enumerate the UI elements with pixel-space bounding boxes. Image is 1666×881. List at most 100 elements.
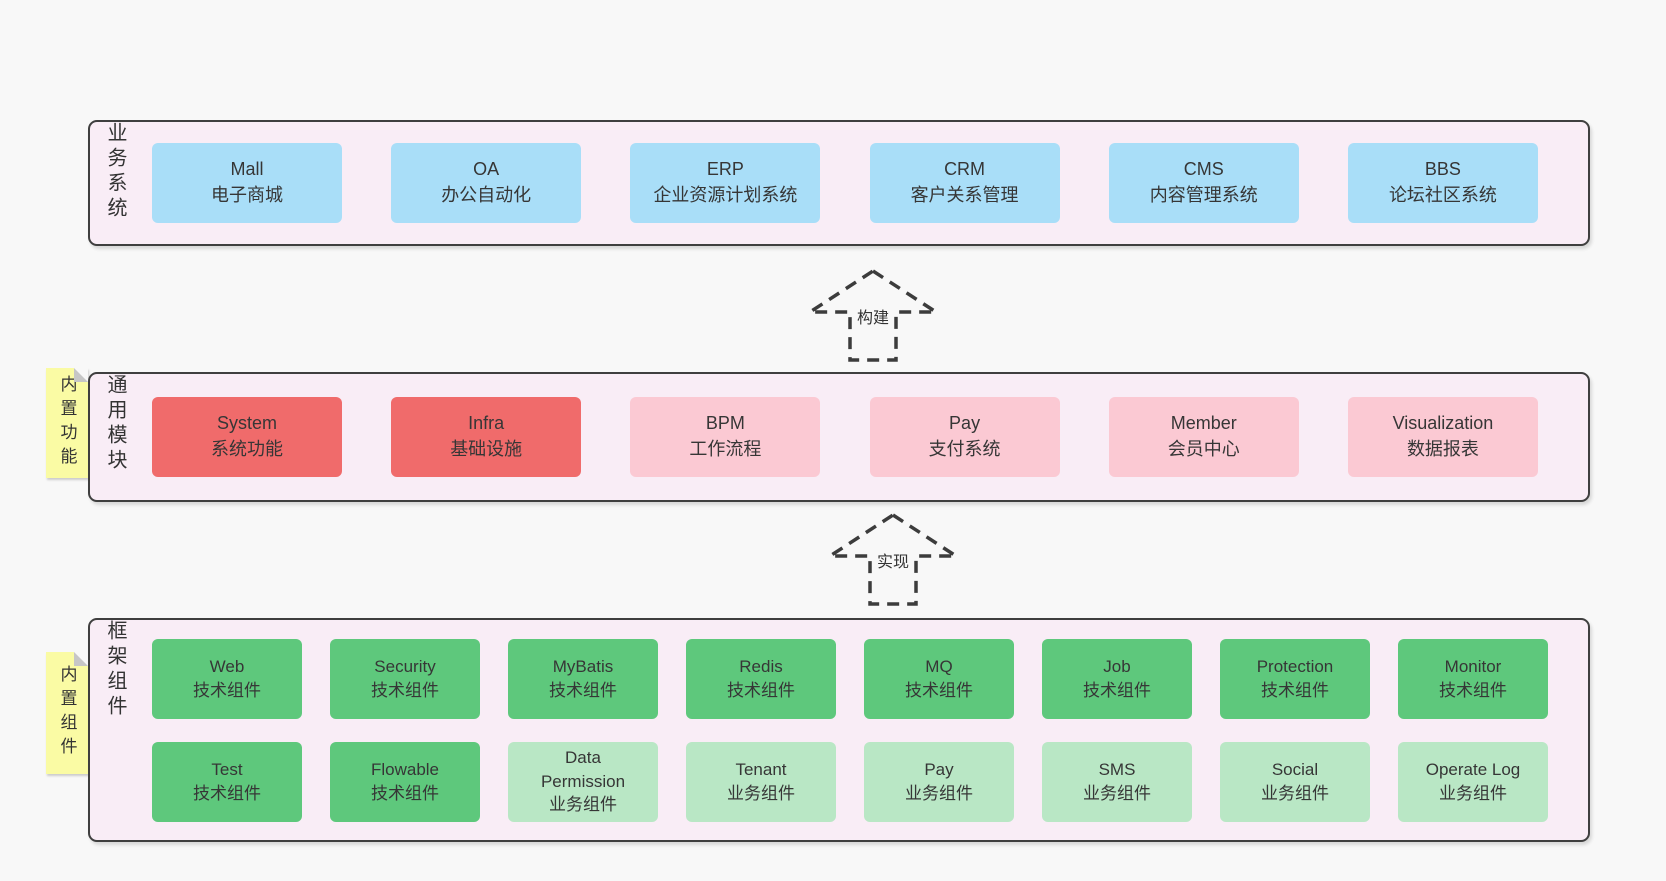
box-subtitle: 业务组件 (727, 783, 795, 803)
box-data-permission: Data Permission 业务组件 (508, 741, 658, 822)
modules-box-row: System 系统功能 Infra 基础设施 BPM 工作流程 Pay 支付系统… (90, 374, 1588, 500)
box-erp: ERP 企业资源计划系统 (630, 143, 821, 223)
box-subtitle: 系统功能 (211, 439, 283, 459)
box-web: Web 技术组件 (152, 638, 302, 719)
box-title: BBS (1424, 159, 1461, 180)
box-subtitle: 技术组件 (371, 783, 439, 803)
box-title: Social (1271, 759, 1319, 779)
box-subtitle: 业务组件 (549, 795, 617, 815)
box-title: CMS (1183, 159, 1224, 180)
box-subtitle: 业务组件 (905, 783, 973, 803)
components-row-2: Test 技术组件 Flowable 技术组件 Data Permission … (152, 741, 1548, 822)
box-title: Web (209, 656, 245, 676)
box-title: Security (374, 656, 436, 676)
box-sms: SMS 业务组件 (1042, 741, 1192, 822)
box-cms: CMS 内容管理系统 (1108, 143, 1299, 223)
box-subtitle: 技术组件 (371, 680, 439, 700)
box-bbs: BBS 论坛社区系统 (1347, 143, 1538, 223)
box-title: Operate Log (1425, 759, 1521, 779)
box-title: Protection (1256, 656, 1334, 676)
box-title: Data Permission (540, 747, 626, 791)
box-title: MyBatis (552, 656, 614, 676)
box-subtitle: 业务组件 (1083, 783, 1151, 803)
box-title: Redis (739, 656, 783, 676)
box-pay-business: Pay 业务组件 (864, 741, 1014, 822)
box-mq: MQ 技术组件 (864, 638, 1014, 719)
box-monitor: Monitor 技术组件 (1398, 638, 1548, 719)
box-title: Member (1170, 413, 1237, 434)
box-operate-log: Operate Log 业务组件 (1398, 741, 1548, 822)
box-mybatis: MyBatis 技术组件 (508, 638, 658, 719)
box-title: Infra (468, 413, 505, 434)
box-subtitle: 内容管理系统 (1149, 185, 1258, 205)
box-title: Test (211, 759, 243, 779)
components-grid: Web 技术组件 Security 技术组件 MyBatis 技术组件 Redi… (90, 620, 1588, 840)
section-label-components: 框架组件 (104, 620, 126, 720)
box-tenant: Tenant 业务组件 (686, 741, 836, 822)
box-subtitle: 技术组件 (1083, 680, 1151, 700)
box-bpm: BPM 工作流程 (630, 397, 821, 477)
box-subtitle: 技术组件 (193, 680, 261, 700)
box-subtitle: 电子商城 (211, 185, 283, 205)
folded-corner-icon (74, 368, 88, 382)
box-subtitle: 技术组件 (1261, 680, 1329, 700)
box-flowable: Flowable 技术组件 (330, 741, 480, 822)
box-subtitle: 业务组件 (1439, 783, 1507, 803)
box-subtitle: 会员中心 (1167, 439, 1240, 459)
box-title: Mall (230, 159, 264, 180)
box-mall: Mall 电子商城 (152, 143, 342, 223)
box-title: BPM (705, 413, 745, 434)
box-subtitle: 基础设施 (450, 439, 523, 459)
box-title: OA (473, 159, 500, 180)
box-protection: Protection 技术组件 (1220, 638, 1370, 719)
arrow-implement-label: 实现 (873, 548, 913, 572)
dashed-up-arrow-icon (825, 512, 961, 606)
box-pay: Pay 支付系统 (869, 397, 1060, 477)
box-test: Test 技术组件 (152, 741, 302, 822)
box-title: Visualization (1392, 413, 1494, 434)
section-framework-components: 框架组件 Web 技术组件 Security 技术组件 MyBatis 技术组件… (88, 618, 1590, 842)
box-security: Security 技术组件 (330, 638, 480, 719)
section-common-modules: 通用模块 System 系统功能 Infra 基础设施 BPM 工作流程 Pay… (88, 372, 1590, 502)
sticky-label: 内置组件 (57, 665, 77, 761)
box-subtitle: 企业资源计划系统 (653, 185, 798, 205)
arrow-build-label: 构建 (853, 304, 893, 328)
box-job: Job 技术组件 (1042, 638, 1192, 719)
box-system: System 系统功能 (152, 397, 342, 477)
box-title: MQ (925, 656, 953, 676)
sticky-note-builtin-components: 内置组件 (46, 652, 88, 774)
box-subtitle: 业务组件 (1261, 783, 1329, 803)
folded-corner-icon (74, 652, 88, 666)
box-subtitle: 工作流程 (689, 439, 762, 459)
box-subtitle: 技术组件 (193, 783, 261, 803)
box-subtitle: 客户关系管理 (910, 185, 1019, 205)
box-title: Pay (924, 759, 954, 779)
box-title: SMS (1098, 759, 1136, 779)
box-title: Pay (949, 413, 981, 434)
box-subtitle: 支付系统 (928, 439, 1001, 459)
arrow-up-implement: 实现 (825, 512, 961, 607)
components-row-1: Web 技术组件 Security 技术组件 MyBatis 技术组件 Redi… (152, 638, 1548, 719)
box-title: ERP (706, 159, 744, 180)
box-subtitle: 技术组件 (549, 680, 617, 700)
section-business-systems: 业务系统 Mall 电子商城 OA 办公自动化 ERP 企业资源计划系统 CRM… (88, 120, 1590, 246)
box-title: Tenant (735, 759, 787, 779)
box-title: System (216, 413, 277, 434)
box-subtitle: 技术组件 (905, 680, 973, 700)
sticky-label: 内置功能 (57, 375, 77, 471)
box-oa: OA 办公自动化 (391, 143, 582, 223)
box-subtitle: 办公自动化 (441, 185, 532, 205)
sticky-note-builtin-features: 内置功能 (46, 368, 88, 478)
box-visualization: Visualization 数据报表 (1347, 397, 1538, 477)
box-subtitle: 技术组件 (1439, 680, 1507, 700)
box-title: CRM (944, 159, 986, 180)
box-subtitle: 论坛社区系统 (1388, 185, 1497, 205)
box-crm: CRM 客户关系管理 (869, 143, 1060, 223)
box-subtitle: 数据报表 (1406, 439, 1479, 459)
dashed-up-arrow-icon (805, 268, 941, 362)
section-label-business: 业务系统 (104, 122, 126, 222)
box-member: Member 会员中心 (1108, 397, 1299, 477)
business-box-row: Mall 电子商城 OA 办公自动化 ERP 企业资源计划系统 CRM 客户关系… (90, 122, 1588, 244)
box-redis: Redis 技术组件 (686, 638, 836, 719)
